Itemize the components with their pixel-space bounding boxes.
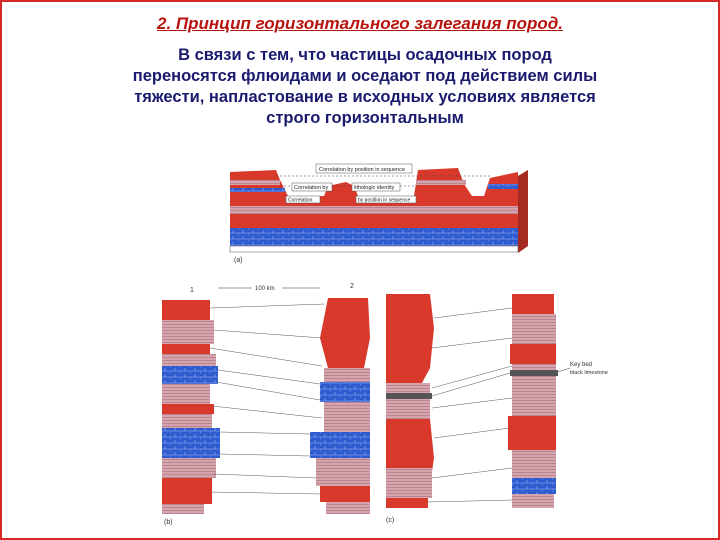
- column-c-left: [386, 294, 434, 508]
- distance-label: 100 km: [255, 286, 275, 292]
- layer-blue: [230, 228, 518, 246]
- col-2-label: 2: [350, 283, 354, 290]
- layer-pink: [230, 206, 518, 214]
- column-2: [310, 298, 370, 514]
- key-bed-left: [386, 393, 432, 399]
- figure-b-columns: 1 2 100 km: [160, 278, 375, 528]
- box-label-1: Correlation by position in sequence: [319, 167, 405, 173]
- col-1-label: 1: [190, 287, 194, 294]
- figure-a-label: (a): [234, 257, 243, 264]
- box-label-5: by position in sequence: [358, 198, 410, 204]
- slide-heading: 2. Принцип горизонтального залегания пор…: [0, 14, 720, 34]
- figure-c-label: (c): [386, 517, 394, 524]
- column-1: [162, 300, 220, 514]
- box-label-3: lithologic identity: [354, 185, 395, 191]
- figure-a-block-diagram: Correlation by position in sequence Corr…: [228, 158, 533, 268]
- box-label-4: Correlation: [288, 198, 313, 204]
- slide-paragraph: В связи с тем, что частицы осадочных пор…: [130, 45, 600, 129]
- key-bed-label-1: Key bed: [570, 362, 592, 368]
- layer-red-mid: [230, 214, 518, 228]
- box-label-2: Correlation by: [294, 185, 328, 191]
- column-c-right: [508, 294, 558, 508]
- key-bed-label-2: black limestone: [570, 370, 608, 376]
- figure-c-columns: Key bed black limestone (c): [382, 288, 627, 528]
- key-bed-right: [510, 370, 558, 376]
- figure-b-label: (b): [164, 519, 173, 526]
